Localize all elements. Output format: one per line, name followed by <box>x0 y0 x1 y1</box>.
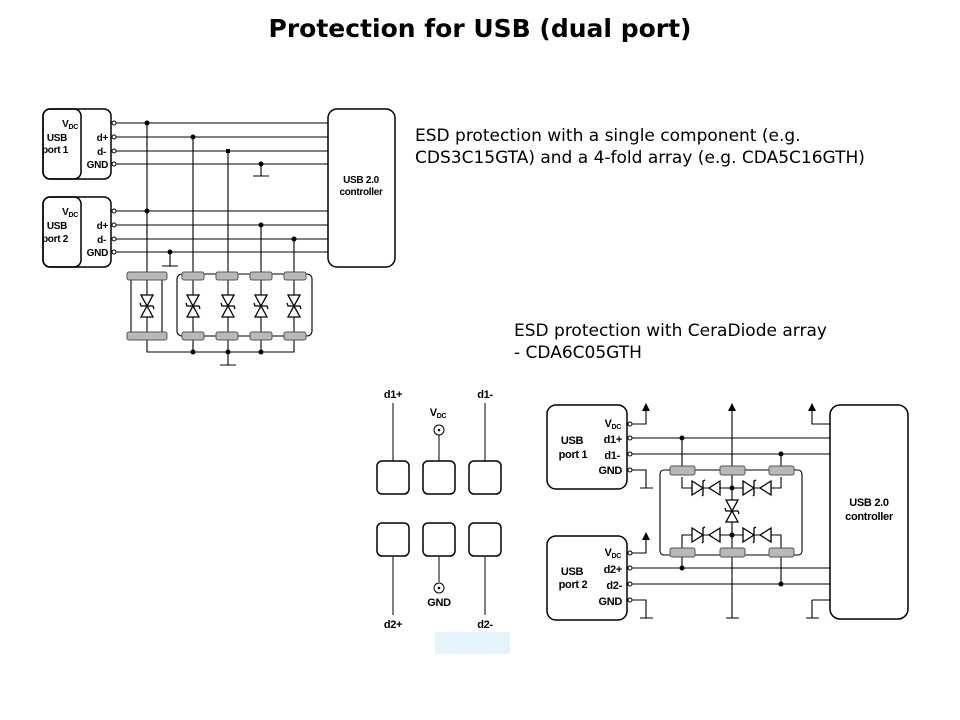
tvs-diode-icon <box>220 294 236 318</box>
page-title: Protection for USB (dual port) <box>268 14 692 43</box>
port-name: USB <box>47 133 67 144</box>
pin-label-d2plus: d2+ <box>384 619 402 631</box>
usb-port-1: USB port 1 VDC d1+ d1- GND <box>559 418 623 477</box>
caption-ceradiode: ESD protection with CeraDiode array - CD… <box>514 320 827 364</box>
port-name: port 2 <box>559 579 588 591</box>
pin-terminals <box>111 120 117 255</box>
pin-vdc: VDC <box>604 418 621 431</box>
pin-gnd: GND <box>87 248 108 259</box>
varistor-pads <box>669 465 795 558</box>
pin-dplus: d+ <box>97 221 109 232</box>
usb-controller-1: USB 2.0 controller <box>327 108 396 268</box>
pin-dplus: d+ <box>97 133 109 144</box>
pin-d2plus: d2+ <box>604 564 622 576</box>
caption-line: ESD protection with CeraDiode array <box>514 321 827 341</box>
usb-port-2: USB port 2 VDC d2+ d2- GND <box>559 547 623 608</box>
port-name: port 2 <box>42 234 69 245</box>
port-name: USB <box>47 221 67 232</box>
port-name: USB <box>561 566 584 578</box>
controller-label: USB 2.0 <box>343 175 379 186</box>
controller-label: USB 2.0 <box>849 497 889 509</box>
tvs-diode-icon <box>185 294 201 318</box>
pin-gnd: GND <box>598 465 622 477</box>
port-name: port 1 <box>42 145 69 156</box>
port-name: USB <box>561 435 584 447</box>
pin-label-d1plus: d1+ <box>384 389 402 401</box>
tvs-diodes <box>139 294 302 318</box>
pin-label-d1minus: d1- <box>477 389 493 401</box>
pin-label-gnd: GND <box>427 597 451 609</box>
caption-single-component: ESD protection with a single component (… <box>415 125 865 169</box>
tvs-diode-icon <box>139 294 155 318</box>
usb-port-2: USB port 2 VDC d+ d- GND <box>42 196 109 268</box>
usb-controller-2: USB 2.0 controller <box>829 404 909 620</box>
pin-d1minus: d1- <box>604 450 620 462</box>
pinout-diagram: d1+ d1- VDC GND d2+ d2- <box>376 389 502 631</box>
diagram-2: USB port 1 VDC d1+ d1- GND USB port 2 VD… <box>546 403 909 621</box>
pin-label-vdc: VDC <box>430 407 447 420</box>
controller-label: controller <box>339 187 383 198</box>
pin-vdc: VDC <box>62 207 78 219</box>
caption-line: CDS3C15GTA) and a 4-fold array (e.g. CDA… <box>415 148 865 168</box>
tvs-diode-icon <box>286 294 302 318</box>
pin-d1plus: d1+ <box>604 434 622 446</box>
pin-gnd: GND <box>87 160 108 171</box>
pin-d2minus: d2- <box>606 580 622 592</box>
port-name: port 1 <box>559 449 588 461</box>
pin-vdc: VDC <box>62 119 78 131</box>
pin-label-d2minus: d2- <box>477 619 493 631</box>
diagram-1: USB port 1 VDC d+ d- GND USB port 2 VDC … <box>42 108 396 366</box>
pin-dminus: d- <box>97 235 106 246</box>
pin-vdc: VDC <box>604 547 621 560</box>
highlight-box <box>435 632 510 654</box>
junctions <box>144 120 297 355</box>
tvs-diode-icon <box>253 294 269 318</box>
pin-gnd: GND <box>598 596 622 608</box>
caption-line: - CDA6C05GTH <box>514 343 642 363</box>
usb-port-1: USB port 1 VDC d+ d- GND <box>42 108 109 180</box>
controller-label: controller <box>845 511 894 523</box>
caption-line: ESD protection with a single component (… <box>415 126 801 146</box>
tvs-diode-icon <box>724 499 740 523</box>
wires <box>114 122 328 366</box>
varistor-pads <box>126 271 307 341</box>
pin-dminus: d- <box>97 147 106 158</box>
